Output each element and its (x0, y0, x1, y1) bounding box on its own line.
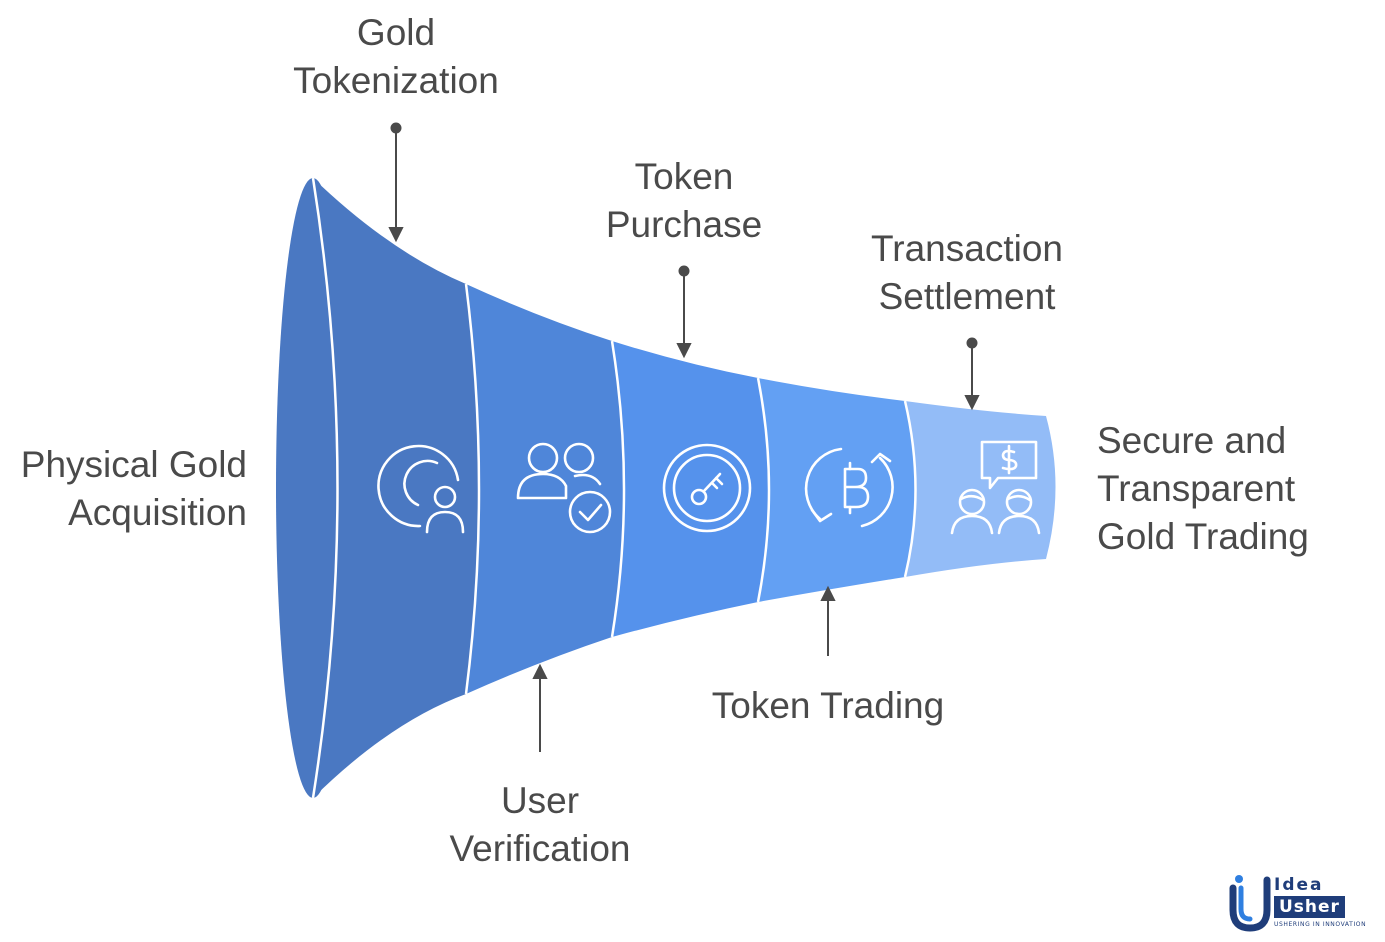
label-user-verification: User Verification (450, 777, 631, 873)
label-transaction-settlement: Transaction Settlement (871, 225, 1063, 321)
funnel-segment-transaction-settlement (905, 401, 1056, 577)
bitcoin-cycle-icon (804, 447, 894, 528)
label-line: Verification (449, 828, 631, 869)
connectors (388, 122, 980, 752)
divider-1 (311, 177, 339, 799)
label-line: Token Trading (711, 685, 945, 726)
label-line: Gold Trading (1097, 516, 1309, 557)
funnel-segment-token-trading (758, 378, 916, 602)
divider-4 (756, 377, 771, 603)
connector-gold-tokenization (388, 122, 404, 243)
label-token-trading: Token Trading (712, 682, 944, 730)
dollar-chat-users-icon (950, 440, 1041, 535)
label-line: Secure and (1097, 420, 1287, 461)
label-line: User (500, 780, 580, 821)
segment-dividers (311, 177, 917, 799)
label-line: Acquisition (68, 492, 247, 533)
connector-token-purchase (676, 265, 692, 359)
idea-usher-logo: Idea Usher USHERING IN INNOVATION (1228, 874, 1374, 932)
funnel-mouth (276, 178, 350, 798)
label-gold-tokenization: Gold Tokenization (293, 9, 499, 105)
label-line: Physical Gold (20, 444, 247, 485)
label-line: Transaction (871, 228, 1063, 269)
key-coin-icon (662, 443, 752, 533)
funnel-segment-user-verification (466, 284, 624, 694)
label-physical-gold-acquisition: Physical Gold Acquisition (21, 441, 247, 537)
divider-2 (464, 283, 481, 695)
label-line: Gold (356, 12, 436, 53)
divider-3 (610, 340, 626, 638)
label-line: Token (634, 156, 734, 197)
funnel-segment-token-purchase (612, 341, 769, 637)
connector-user-verification (532, 663, 548, 752)
logo-tagline: USHERING IN INNOVATION (1274, 921, 1367, 928)
connector-token-trading (820, 585, 836, 656)
divider-5 (903, 400, 917, 578)
logo-word-usher: Usher (1274, 896, 1345, 918)
label-line: Tokenization (293, 60, 499, 101)
gold-search-user-icon (377, 444, 465, 534)
label-token-purchase: Token Purchase (606, 153, 762, 249)
connector-transaction-settlement (964, 337, 980, 411)
user-verification-icon (516, 442, 612, 534)
logo-mark-icon (1229, 875, 1271, 932)
label-line: Purchase (605, 204, 763, 245)
label-line: Settlement (878, 276, 1056, 317)
label-line: Transparent (1097, 468, 1296, 509)
label-secure-transparent-gold-trading: Secure and Transparent Gold Trading (1097, 417, 1309, 561)
logo-word-idea: Idea (1274, 875, 1324, 895)
